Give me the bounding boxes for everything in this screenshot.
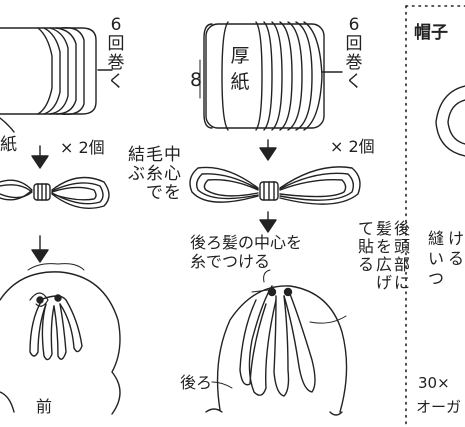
middle-count-label: × 2個 (330, 137, 375, 156)
right-panel-title: 帽子 (414, 22, 448, 43)
right-note-b: 30× (418, 374, 450, 392)
arrow-down-icon (31, 145, 49, 169)
left-yarn-bow (0, 176, 110, 209)
left-count-label: × 2個 (60, 138, 105, 157)
left-wrapped-card (0, 27, 113, 133)
arrow-down-icon (259, 139, 277, 161)
right-hat-partial (435, 85, 465, 157)
right-note-a: 縫いつける (428, 229, 464, 288)
right-note-c: オーガ (416, 398, 461, 416)
arrow-down-icon (31, 235, 49, 263)
left-paper-label: 紙 (0, 135, 17, 155)
middle-back-label: 後ろ (180, 373, 212, 392)
middle-wrapped-card (199, 21, 343, 131)
arrow-down-icon (259, 211, 277, 233)
middle-width-label: 8 (190, 69, 202, 91)
left-front-label: 前 (36, 397, 52, 416)
left-tie-note: 中心を毛糸で結ぶ (128, 145, 181, 203)
middle-head-back (205, 269, 348, 416)
middle-spread-note: 後頭部に髪を広げて貼る (358, 219, 410, 292)
middle-card-label: 厚紙 (230, 45, 249, 93)
middle-yarn-bow (189, 166, 361, 205)
middle-center-note: 後ろ髪の中心を糸でつける (190, 233, 302, 271)
left-head-front (0, 263, 121, 415)
